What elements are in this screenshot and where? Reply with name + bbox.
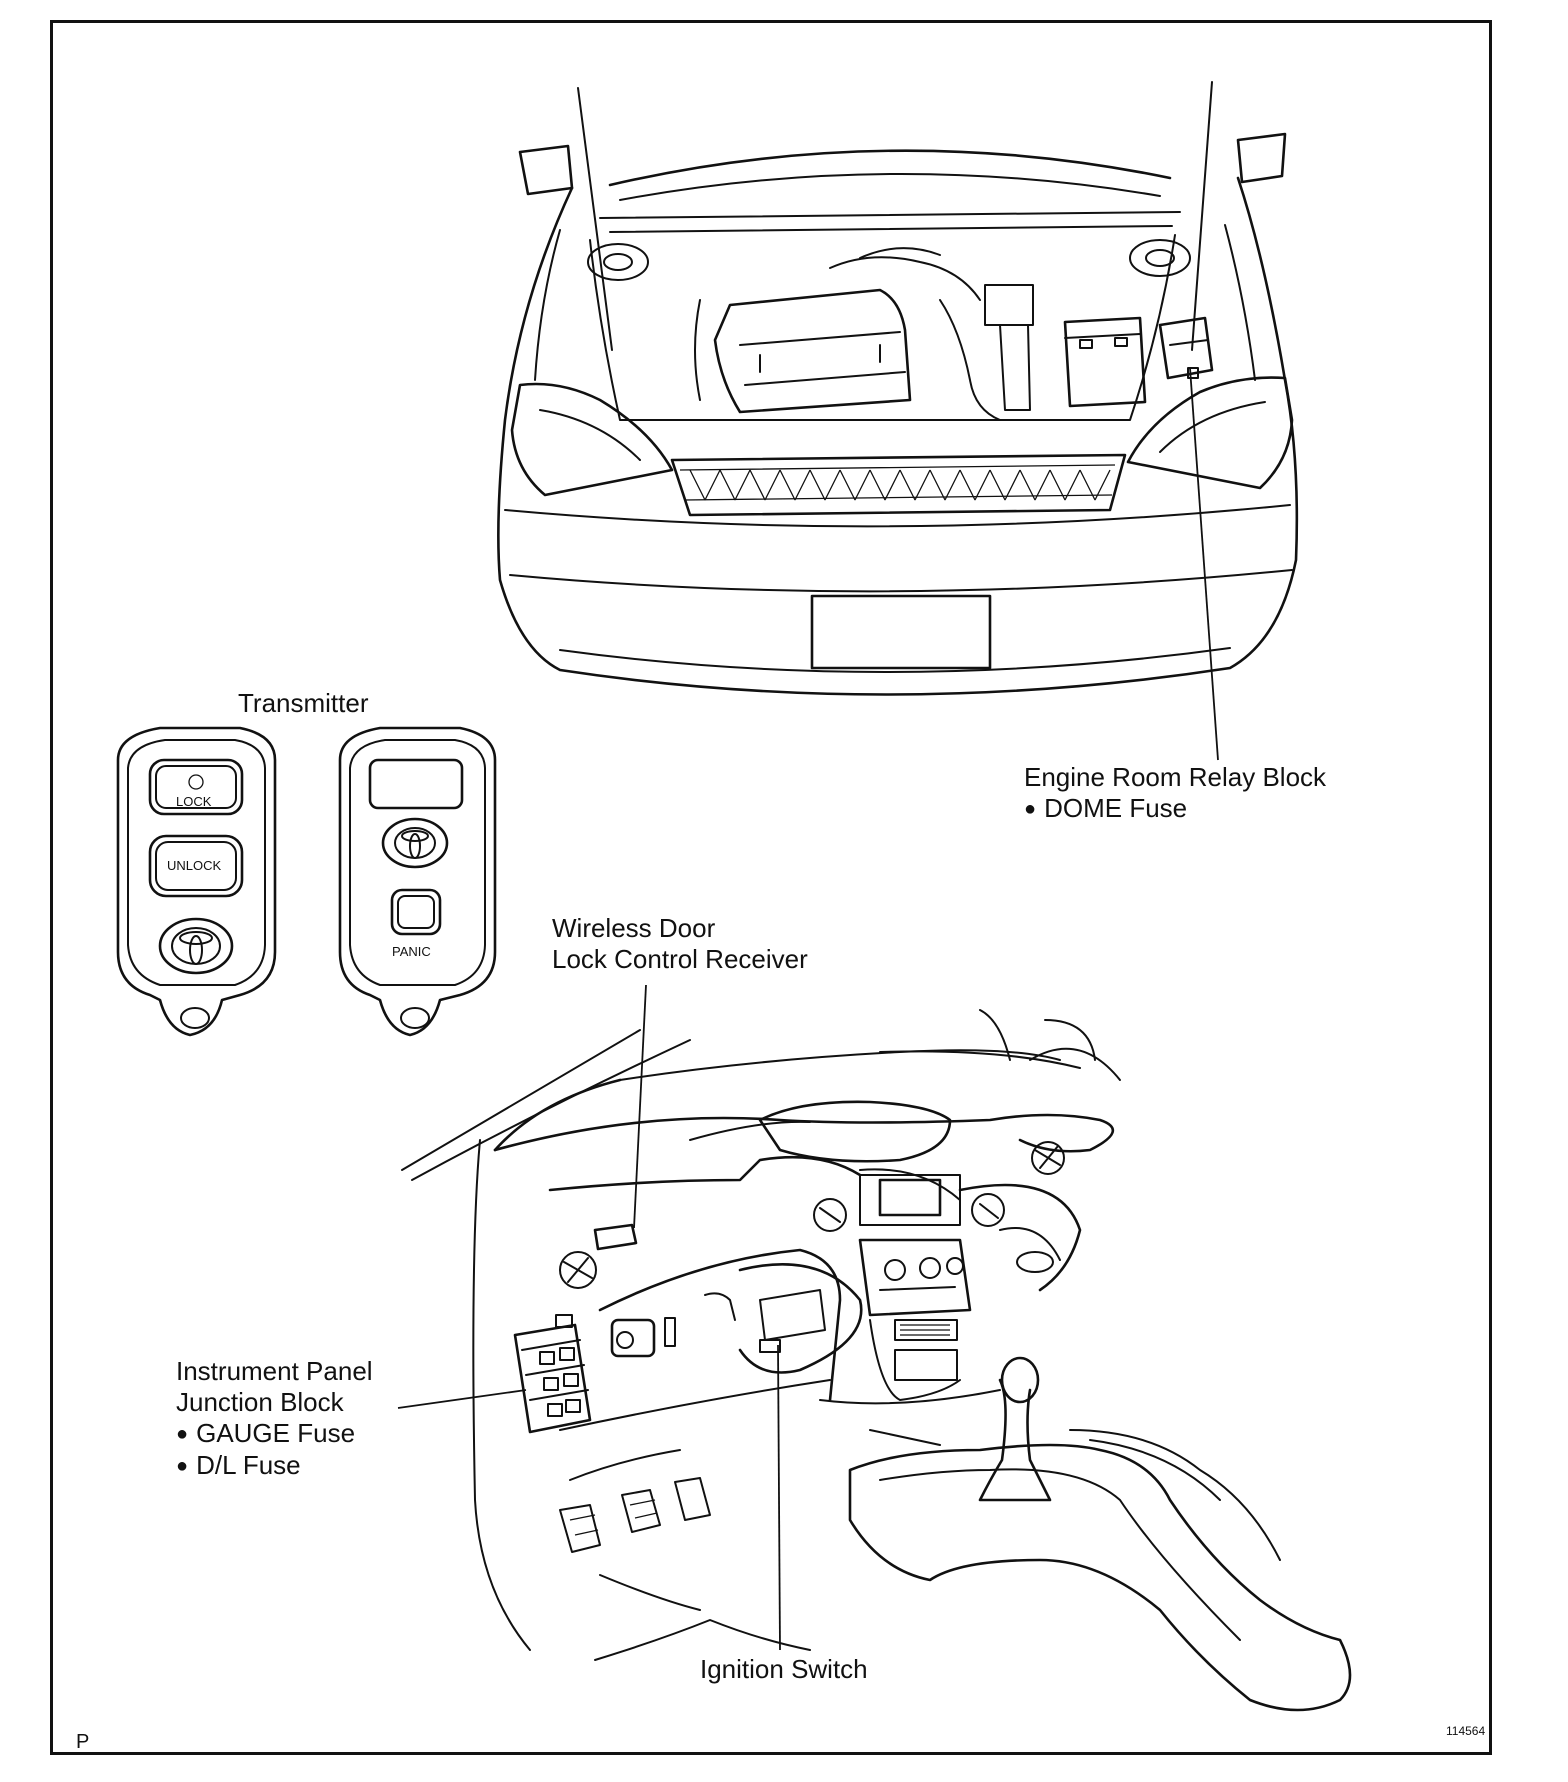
car-front-drawing <box>497 81 1299 696</box>
page-letter: P <box>76 1731 90 1753</box>
dome-fuse-label: DOME Fuse <box>1024 793 1326 825</box>
engine-room-relay-block-title: Engine Room Relay Block <box>1024 762 1327 792</box>
engine-room-relay-block-label: Engine Room Relay Block DOME Fuse <box>1024 762 1326 825</box>
wireless-receiver-line2: Lock Control Receiver <box>552 944 808 974</box>
panic-button-label: PANIC <box>392 944 431 959</box>
gauge-fuse-label: GAUGE Fuse <box>176 1418 373 1450</box>
dl-fuse-label: D/L Fuse <box>176 1450 373 1482</box>
transmitter-back <box>338 726 497 1037</box>
transmitter-front <box>116 726 277 1037</box>
wireless-door-lock-receiver-label: Wireless Door Lock Control Receiver <box>552 913 808 975</box>
wireless-receiver-line1: Wireless Door <box>552 913 716 943</box>
interior-drawing <box>401 1009 1352 1712</box>
unlock-button-label: UNLOCK <box>167 858 222 873</box>
ip-junction-line2: Junction Block <box>176 1387 344 1417</box>
transmitter-label: Transmitter <box>238 688 369 718</box>
figure-number: 114564 <box>1446 1724 1486 1738</box>
ip-junction-line1: Instrument Panel <box>176 1356 373 1386</box>
diagram-frame <box>50 20 1492 1755</box>
ignition-switch-label: Ignition Switch <box>700 1654 868 1684</box>
lock-button-label: LOCK <box>176 794 212 809</box>
instrument-panel-junction-block-label: Instrument Panel Junction Block GAUGE Fu… <box>176 1356 373 1482</box>
leader-lines <box>397 367 1219 1651</box>
